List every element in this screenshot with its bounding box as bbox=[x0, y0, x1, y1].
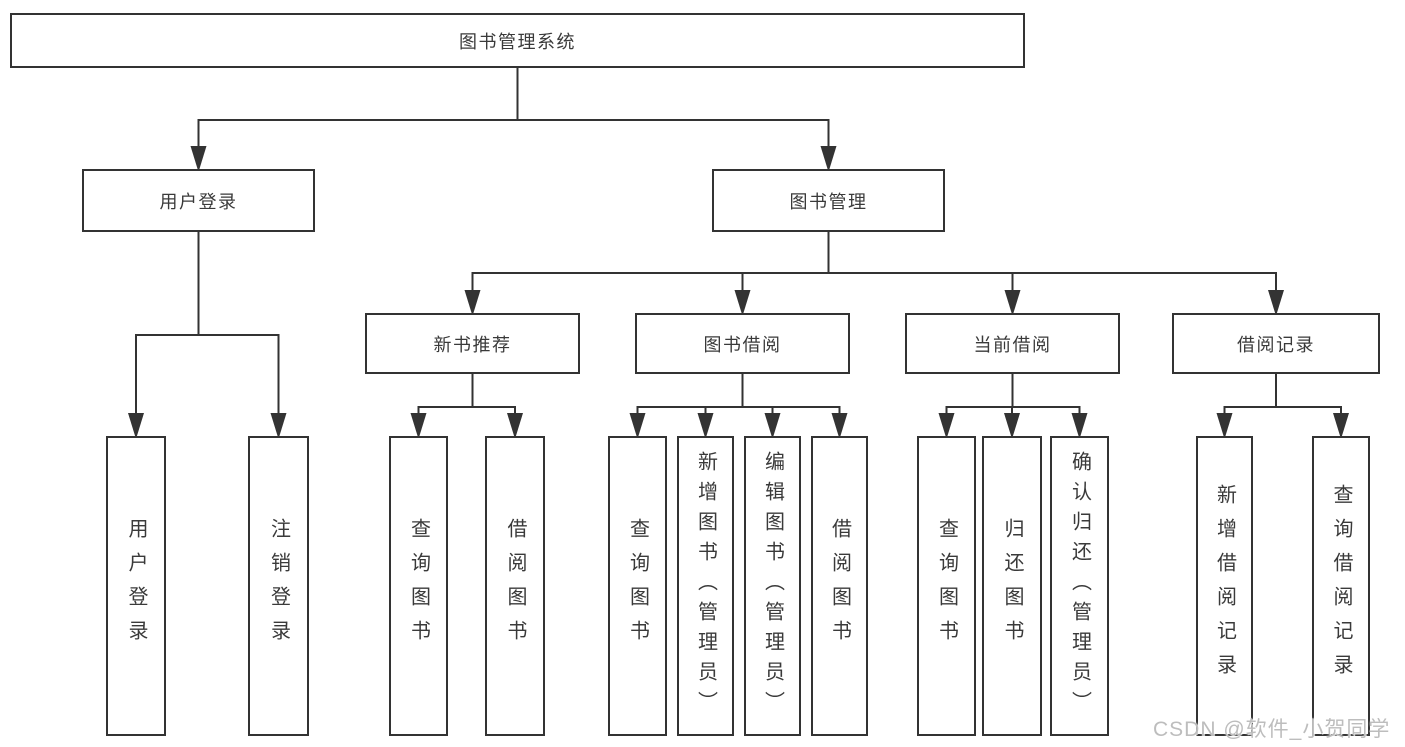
arrowhead-icon bbox=[270, 413, 287, 439]
watermark-text: CSDN @软件_小贺同学 bbox=[1153, 718, 1391, 741]
node-records: 借阅记录 bbox=[1172, 313, 1380, 374]
arrowhead-icon bbox=[1333, 413, 1349, 439]
node-r1: 查询图书 bbox=[389, 436, 448, 736]
connector-rec bbox=[417, 373, 516, 420]
node-b3: 编辑图书（管理员） bbox=[744, 436, 801, 736]
node-label-r1: 查询图书 bbox=[407, 518, 430, 654]
node-label-login: 用户登录 bbox=[159, 191, 238, 212]
node-label-r2: 借阅图书 bbox=[504, 518, 526, 654]
node-label-current: 当前借阅 bbox=[973, 334, 1052, 355]
node-c3: 确认归还（管理员） bbox=[1050, 436, 1109, 736]
node-root: 图书管理系统 bbox=[10, 13, 1025, 68]
node-b2: 新增图书（管理员） bbox=[677, 436, 734, 736]
arrowhead-icon bbox=[831, 413, 848, 439]
node-j2: 查询借阅记录 bbox=[1312, 436, 1370, 736]
node-current: 当前借阅 bbox=[905, 313, 1120, 374]
node-u2: 注销登录 bbox=[248, 436, 309, 736]
node-b4: 借阅图书 bbox=[811, 436, 868, 736]
arrowhead-icon bbox=[1004, 290, 1021, 316]
arrowhead-icon bbox=[190, 146, 207, 172]
arrowhead-icon bbox=[820, 146, 837, 172]
connector-current bbox=[945, 373, 1081, 420]
arrowhead-icon bbox=[764, 413, 781, 439]
node-borrow: 图书借阅 bbox=[635, 313, 850, 374]
arrowhead-icon bbox=[464, 290, 481, 316]
node-label-b1: 查询图书 bbox=[626, 518, 649, 654]
node-b1: 查询图书 bbox=[608, 436, 667, 736]
node-label-b4: 借阅图书 bbox=[828, 518, 851, 654]
arrowhead-icon bbox=[1071, 413, 1088, 439]
connector-login bbox=[135, 231, 280, 420]
node-label-rec: 新书推荐 bbox=[433, 334, 512, 355]
node-label-c3: 确认归还（管理员） bbox=[1068, 451, 1091, 721]
node-label-borrow: 图书借阅 bbox=[703, 334, 782, 355]
node-label-records: 借阅记录 bbox=[1237, 334, 1315, 355]
arrowhead-icon bbox=[128, 413, 144, 439]
node-label-root: 图书管理系统 bbox=[459, 31, 576, 52]
node-label-u2: 注销登录 bbox=[267, 518, 290, 654]
arrowhead-icon bbox=[697, 413, 714, 439]
connector-records bbox=[1223, 373, 1342, 420]
node-label-j2: 查询借阅记录 bbox=[1330, 484, 1352, 688]
arrowhead-icon bbox=[1216, 413, 1233, 439]
node-c2: 归还图书 bbox=[982, 436, 1042, 736]
connector-mgmt bbox=[471, 231, 1277, 297]
node-label-c2: 归还图书 bbox=[1001, 518, 1023, 654]
node-rec: 新书推荐 bbox=[365, 313, 580, 374]
connector-root bbox=[197, 67, 830, 153]
arrowhead-icon bbox=[938, 413, 955, 439]
arrowhead-icon bbox=[410, 413, 427, 439]
node-mgmt: 图书管理 bbox=[712, 169, 945, 232]
node-label-b3: 编辑图书（管理员） bbox=[761, 451, 784, 721]
arrowhead-icon bbox=[1004, 413, 1020, 439]
node-label-c1: 查询图书 bbox=[935, 518, 958, 654]
node-label-b2: 新增图书（管理员） bbox=[694, 451, 717, 721]
node-r2: 借阅图书 bbox=[485, 436, 545, 736]
node-label-u1: 用户登录 bbox=[125, 518, 147, 654]
node-c1: 查询图书 bbox=[917, 436, 976, 736]
node-u1: 用户登录 bbox=[106, 436, 166, 736]
node-label-j1: 新增借阅记录 bbox=[1213, 484, 1236, 688]
connector-borrow bbox=[636, 373, 841, 420]
arrowhead-icon bbox=[734, 290, 751, 316]
node-j1: 新增借阅记录 bbox=[1196, 436, 1253, 736]
arrowhead-icon bbox=[1268, 290, 1284, 316]
node-label-mgmt: 图书管理 bbox=[789, 191, 868, 212]
arrowhead-icon bbox=[629, 413, 646, 439]
arrowhead-icon bbox=[507, 413, 523, 439]
node-login: 用户登录 bbox=[82, 169, 315, 232]
